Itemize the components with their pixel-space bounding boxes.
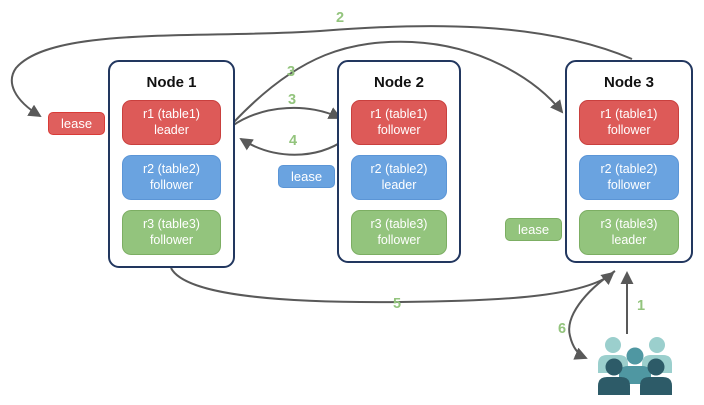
arrow-label-3b: 3 bbox=[287, 92, 297, 108]
replica-r1-node1: r1 (table1) leader bbox=[122, 100, 221, 145]
arrow-2-node3-to-lease bbox=[11, 25, 633, 118]
replica-r3-node2: r3 (table3) follower bbox=[351, 210, 447, 255]
lease-badge-table1: lease bbox=[48, 112, 106, 135]
replica-name: r3 (table3) bbox=[370, 216, 428, 231]
node-1: Node 1 r1 (table1) leader r2 (table2) fo… bbox=[108, 60, 235, 268]
lease-badge-table3: lease bbox=[505, 218, 563, 241]
replica-name: r1 (table1) bbox=[600, 106, 658, 121]
arrow-label-3a: 3 bbox=[286, 64, 296, 80]
node-1-title: Node 1 bbox=[146, 74, 197, 91]
node-2: Node 2 r1 (table1) follower r2 (table2) … bbox=[337, 60, 461, 263]
arrow-label-6: 6 bbox=[557, 321, 567, 337]
replica-name: r3 (table3) bbox=[600, 216, 658, 231]
arrow-label-1: 1 bbox=[636, 298, 646, 314]
replica-role: follower bbox=[149, 177, 194, 192]
replica-role: follower bbox=[377, 232, 421, 247]
replica-r3-node3: r3 (table3) leader bbox=[579, 210, 679, 255]
users-group-icon bbox=[597, 333, 685, 395]
replica-role: follower bbox=[607, 122, 651, 137]
node-3-replicas: r1 (table1) follower r2 (table2) followe… bbox=[579, 100, 679, 255]
replica-role: follower bbox=[377, 122, 421, 137]
lease-badge-table2: lease bbox=[278, 165, 336, 188]
node-2-replicas: r1 (table1) follower r2 (table2) leader … bbox=[351, 100, 447, 255]
arrow-label-5: 5 bbox=[392, 296, 402, 312]
replica-r1-node2: r1 (table1) follower bbox=[351, 100, 447, 145]
replica-r1-node3: r1 (table1) follower bbox=[579, 100, 679, 145]
replica-name: r3 (table3) bbox=[143, 216, 200, 231]
replica-r2-node3: r2 (table2) follower bbox=[579, 155, 679, 200]
arrow-label-4: 4 bbox=[288, 133, 298, 149]
node-1-replicas: r1 (table1) leader r2 (table2) follower … bbox=[122, 100, 221, 255]
node-2-title: Node 2 bbox=[373, 74, 424, 91]
replica-role: leader bbox=[154, 122, 189, 137]
replica-r3-node1: r3 (table3) follower bbox=[122, 210, 221, 255]
person-silhouette-front-right bbox=[640, 358, 672, 395]
node-3: Node 3 r1 (table1) follower r2 (table2) … bbox=[565, 60, 693, 263]
replica-name: r2 (table2) bbox=[370, 161, 428, 176]
node-3-title: Node 3 bbox=[603, 74, 654, 91]
replica-name: r2 (table2) bbox=[143, 161, 200, 176]
replica-role: follower bbox=[149, 232, 194, 247]
replica-name: r1 (table1) bbox=[370, 106, 428, 121]
arrow-3-leader-to-node2-follower bbox=[231, 106, 342, 127]
arrow-label-2: 2 bbox=[335, 10, 345, 26]
replica-role: leader bbox=[381, 177, 417, 192]
replica-role: follower bbox=[607, 177, 651, 192]
replica-name: r1 (table1) bbox=[143, 106, 200, 121]
replica-name: r2 (table2) bbox=[600, 161, 658, 176]
replica-r2-node1: r2 (table2) follower bbox=[122, 155, 221, 200]
replica-role: leader bbox=[611, 232, 647, 247]
replica-r2-node2: r2 (table2) leader bbox=[351, 155, 447, 200]
person-silhouette-front-left bbox=[598, 358, 630, 395]
